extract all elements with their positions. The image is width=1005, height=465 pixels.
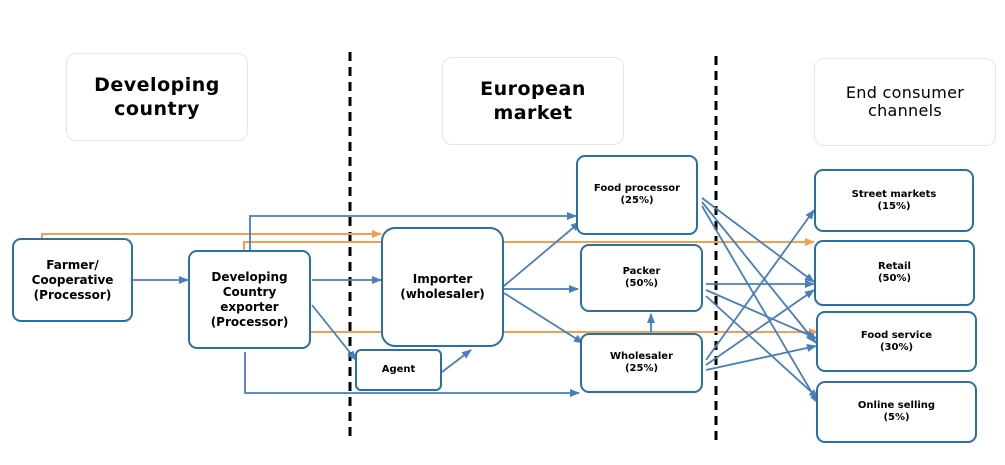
- arrow-agent-importer: [441, 349, 472, 373]
- node-food-service-label: Food service (30%): [860, 329, 933, 353]
- arrow-food-processor-food-service: [701, 201, 817, 344]
- arrow-wholesaler-retail: [705, 289, 815, 366]
- node-farmer-label: Farmer/ Cooperative (Processor): [31, 257, 114, 302]
- node-online-selling-label: Online selling (5%): [857, 400, 936, 423]
- node-street-markets-label: Street markets (15%): [851, 188, 937, 212]
- node-agent-label: Agent: [381, 364, 416, 375]
- arrow-wholesaler-food-service: [705, 344, 817, 371]
- node-packer-label: Packer (50%): [622, 266, 661, 289]
- header-european-market: European market: [442, 57, 624, 145]
- arrow-exporter-agent: [311, 304, 357, 361]
- arrow-importer-food-processor: [503, 221, 581, 287]
- arrow-wholesaler-street-markets: [705, 209, 815, 361]
- arrow-importer-wholesaler: [503, 292, 584, 344]
- node-online-selling: Online selling (5%): [816, 381, 977, 443]
- arrow-exporter-food-processor: [249, 212, 577, 250]
- header-end-consumer: End consumer channels: [814, 58, 996, 146]
- orange-arrow-exporter-to-retail: [243, 238, 815, 250]
- node-agent: Agent: [355, 349, 442, 391]
- node-retail-label: Retail (50%): [877, 261, 912, 284]
- header-end-consumer-label: End consumer channels: [845, 83, 965, 120]
- node-exporter: Developing Country exporter (Processor): [188, 250, 311, 349]
- arrow-exporter-wholesaler: [244, 352, 580, 397]
- node-wholesaler-label: Wholesaler (25%): [609, 351, 674, 374]
- header-developing-country: Developing country: [66, 53, 248, 141]
- node-importer: Importer (wholesaler): [381, 227, 504, 347]
- arrow-packer-food-service: [705, 289, 817, 339]
- header-european-market-label: European market: [480, 78, 586, 124]
- node-farmer: Farmer/ Cooperative (Processor): [12, 238, 133, 322]
- node-packer: Packer (50%): [580, 244, 703, 312]
- node-wholesaler: Wholesaler (25%): [580, 333, 703, 393]
- node-street-markets: Street markets (15%): [814, 169, 974, 232]
- header-developing-country-label: Developing country: [94, 74, 220, 120]
- arrow-food-processor-retail: [701, 197, 815, 283]
- node-food-processor-label: Food processor (25%): [593, 183, 681, 206]
- node-retail: Retail (50%): [814, 240, 975, 306]
- node-exporter-label: Developing Country exporter (Processor): [210, 269, 289, 329]
- node-importer-label: Importer (wholesaler): [400, 272, 485, 301]
- node-food-processor: Food processor (25%): [576, 155, 698, 235]
- arrow-packer-online: [705, 295, 819, 399]
- node-food-service: Food service (30%): [816, 311, 977, 372]
- arrow-food-processor-online: [701, 205, 819, 404]
